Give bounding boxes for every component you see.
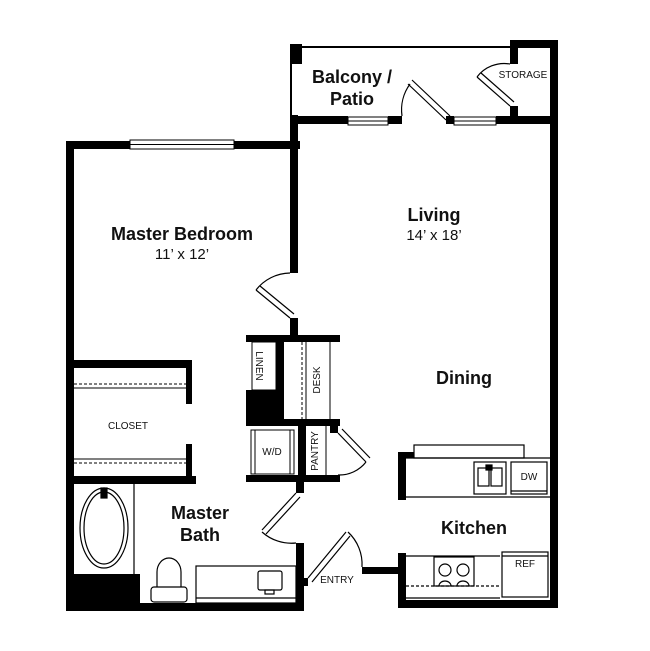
master-bath-name-line1: Master [170, 503, 230, 523]
master-bedroom-dimensions: 11’ x 12’ [154, 246, 210, 263]
closet-rods [74, 383, 186, 464]
entry-label: ENTRY [320, 575, 354, 586]
balcony-label: Balcony / Patio [310, 66, 394, 110]
living-dimensions: 14’ x 18’ [406, 227, 462, 244]
linen-label: LINEN [253, 351, 264, 381]
walls [66, 40, 558, 611]
closet-label: CLOSET [107, 421, 148, 432]
windows [129, 116, 497, 150]
dishwasher-label: DW [520, 472, 538, 483]
kitchen-name: Kitchen [440, 518, 507, 538]
washer-dryer-label: W/D [262, 447, 282, 458]
linen-desk-detail [250, 341, 331, 475]
master-bedroom-name: Master Bedroom [110, 224, 254, 244]
refrigerator-label: REF [515, 559, 535, 570]
doors [255, 62, 515, 583]
desk-label: DESK [312, 366, 323, 394]
living-name: Living [407, 205, 461, 225]
dining-name: Dining [436, 368, 492, 388]
master-bath-label: Master Bath [155, 502, 245, 546]
kitchen-fixtures [406, 444, 550, 599]
bath-fixtures [79, 484, 297, 604]
balcony-name-line2: Patio [329, 89, 374, 109]
balcony-name-line1: Balcony / [311, 67, 393, 87]
master-bath-name-line2: Bath [180, 525, 220, 545]
storage-label: STORAGE [498, 70, 548, 81]
pantry-label: PANTRY [310, 431, 321, 471]
